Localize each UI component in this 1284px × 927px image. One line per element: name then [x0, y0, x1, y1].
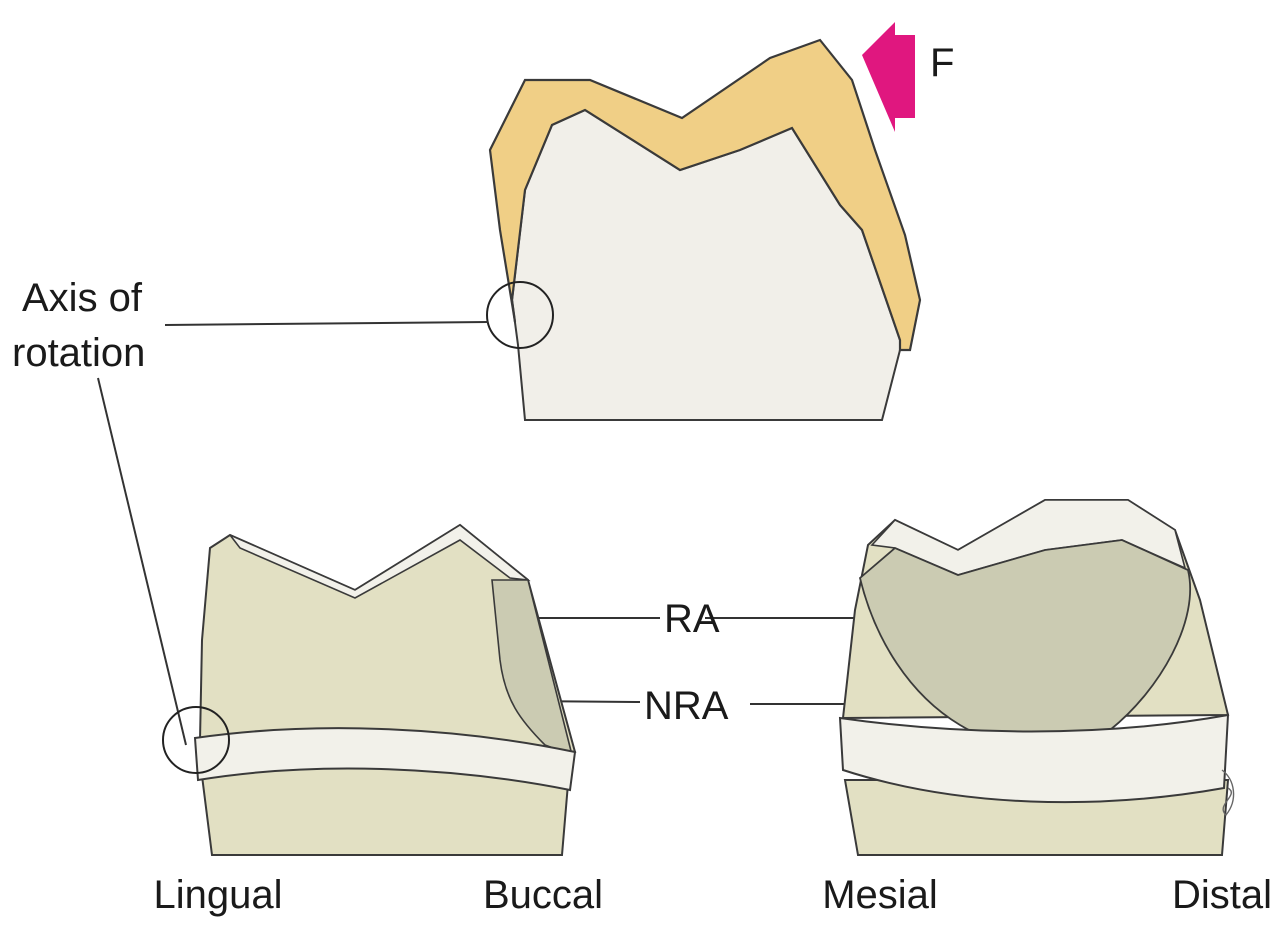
ra-label: RA: [664, 596, 720, 642]
nra-label: NRA: [644, 683, 728, 729]
force-label: F: [930, 40, 954, 86]
distal-label: Distal: [1172, 872, 1272, 918]
prepared-tooth-mesial-distal: [840, 500, 1234, 855]
lingual-label: Lingual: [153, 872, 282, 918]
force-arrow: [862, 22, 915, 132]
buccal-label: Buccal: [483, 872, 603, 918]
axis-label-line2: rotation: [12, 330, 145, 376]
axis-label-line1: Axis of: [22, 275, 142, 321]
prepared-tooth-lingual-buccal: [163, 525, 575, 855]
crowned-tooth-section: [487, 22, 920, 420]
mesial-label: Mesial: [822, 872, 938, 918]
